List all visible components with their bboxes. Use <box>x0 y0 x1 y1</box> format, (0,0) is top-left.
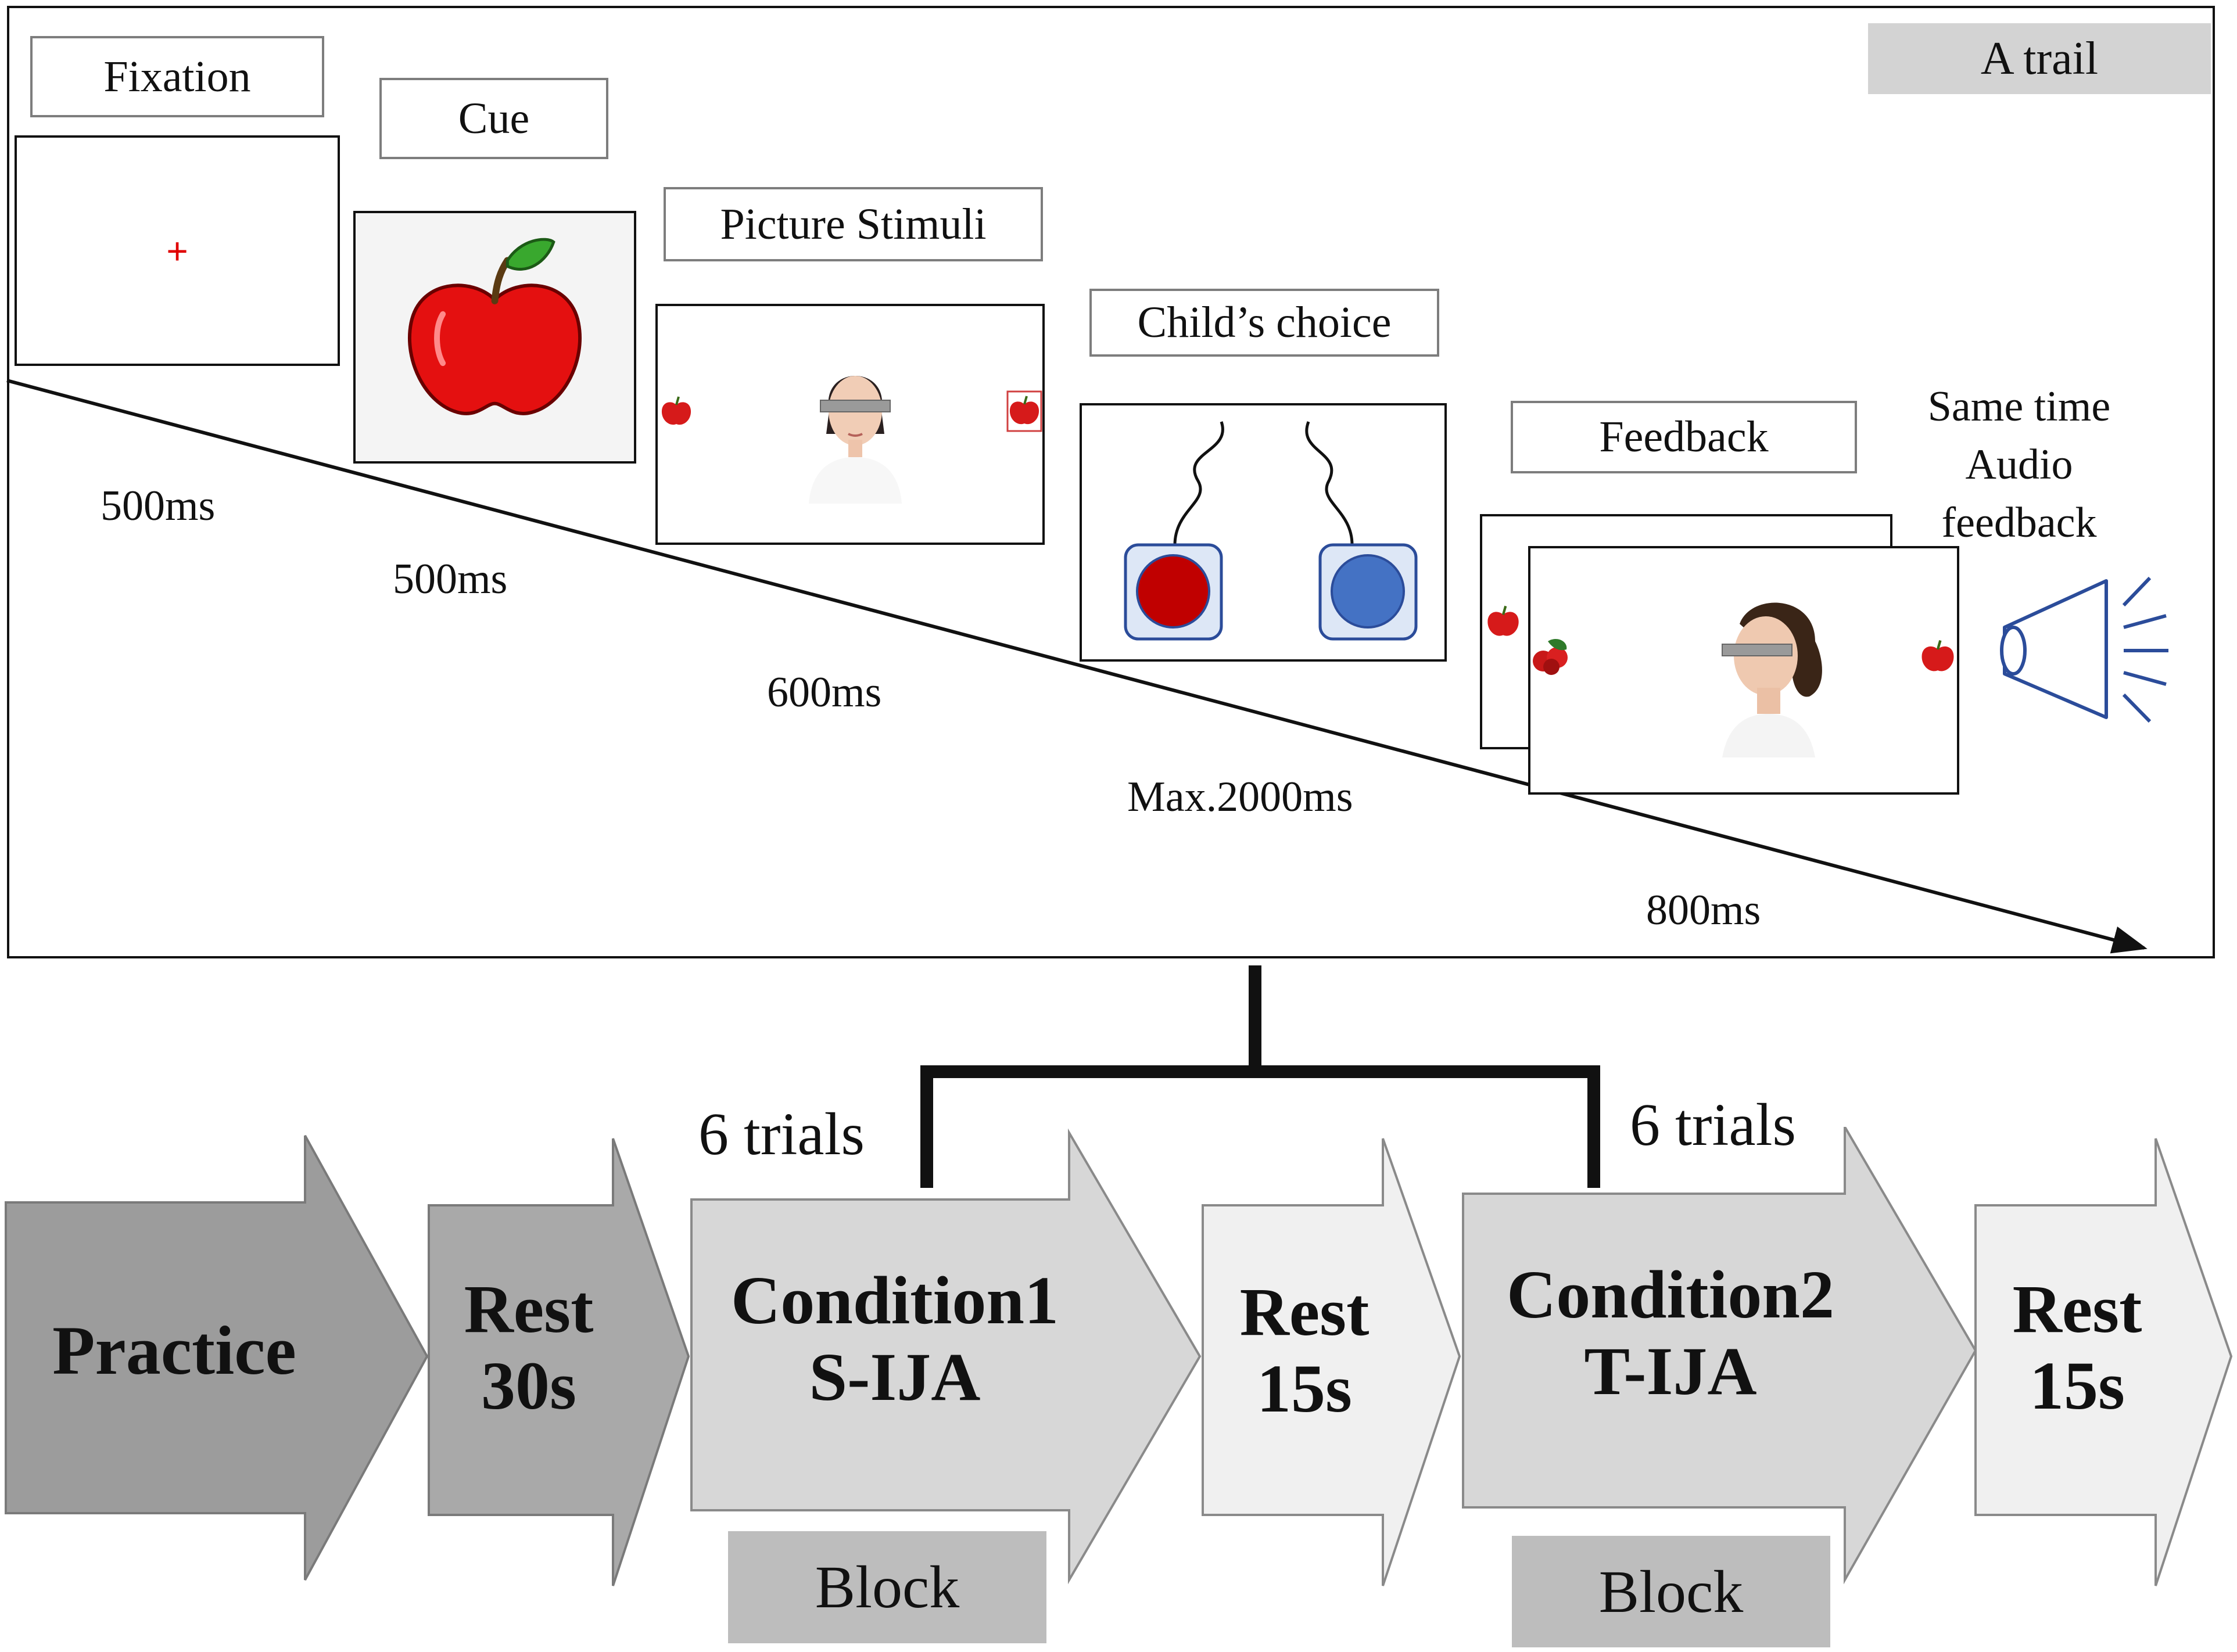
face-front-icon <box>809 376 902 504</box>
condition1-arrow <box>690 1128 1202 1585</box>
timeline <box>6 379 2148 954</box>
rest-15s-2-line-1: Rest <box>2012 1270 2142 1347</box>
practice-arrow <box>5 1135 429 1581</box>
cue-screen <box>353 211 636 464</box>
rest-15s-1-line-1: Rest <box>1239 1273 1370 1350</box>
rest-15s-arrow-2 <box>1974 1138 2233 1586</box>
duration-fixation: 500ms <box>101 482 216 530</box>
rest-30s-label: Rest 30s <box>430 1249 628 1446</box>
condition1-line-2: S-IJA <box>809 1339 981 1415</box>
condition1-label: Condition1 S-IJA <box>697 1240 1092 1438</box>
response-buttons <box>1124 421 1418 641</box>
feedback-label: Feedback <box>1511 401 1857 473</box>
condition2-line-2: T-IJA <box>1584 1333 1757 1409</box>
small-apple-back-icon <box>1487 605 1519 636</box>
right-blue-button <box>1331 554 1405 629</box>
audio-feedback-note: Same time Audio feedback <box>1888 378 2150 552</box>
childs-choice-screen <box>1080 403 1447 662</box>
rest-15s-1-line-2: 15s <box>1257 1351 1352 1427</box>
small-apple-left-icon <box>661 396 691 425</box>
sequence-arrows <box>5 1127 2233 1586</box>
audio-note-line-2: Audio <box>1965 441 2073 489</box>
trials-count-right: 6 trials <box>1630 1091 1796 1158</box>
trial-bracket <box>920 965 1600 1188</box>
childs-choice-label: Child’s choice <box>1089 289 1439 357</box>
apple-icon <box>407 238 582 415</box>
rest-15s-label-2: Rest 15s <box>1978 1249 2176 1446</box>
apple-bunch-icon <box>1533 638 1568 675</box>
rest-15s-arrow-1 <box>1202 1138 1461 1586</box>
trials-count-left: 6 trials <box>698 1101 865 1168</box>
condition2-label: Condition2 T-IJA <box>1467 1234 1874 1432</box>
rest-15s-label-1: Rest 15s <box>1206 1252 1403 1449</box>
condition2-arrow <box>1462 1127 1977 1585</box>
block-label-left: Block <box>728 1531 1046 1643</box>
cue-label: Cue <box>379 78 608 159</box>
duration-picture: 600ms <box>767 669 882 716</box>
rest-30s-arrow <box>428 1138 690 1586</box>
speaker-icon <box>2000 576 2168 723</box>
fixation-label: Fixation <box>30 36 324 117</box>
left-red-button <box>1136 554 1210 629</box>
practice-text: Practice <box>52 1311 296 1389</box>
condition1-line-1: Condition1 <box>731 1262 1059 1338</box>
feedback-screen-front <box>1528 546 1959 795</box>
duration-choice: Max.2000ms <box>1127 773 1353 821</box>
rest-15s-2-line-2: 15s <box>2030 1348 2125 1424</box>
timeline-arrow <box>6 379 2148 954</box>
fixation-screen: + <box>15 135 340 366</box>
condition2-line-1: Condition2 <box>1507 1256 1834 1333</box>
rest-30s-line-1: Rest <box>464 1270 594 1347</box>
picture-stimuli-label: Picture Stimuli <box>664 187 1043 261</box>
small-apple-right-icon <box>1006 390 1042 432</box>
duration-cue: 500ms <box>393 555 508 603</box>
left-button-cable <box>1173 421 1224 545</box>
small-apple-feedback-icon <box>1921 640 1954 671</box>
trial-tag: A trail <box>1868 23 2211 94</box>
audio-note-line-3: feedback <box>1941 499 2097 547</box>
right-button-cable <box>1305 421 1354 545</box>
duration-feedback: 800ms <box>1646 886 1761 934</box>
audio-note-line-1: Same time <box>1927 383 2111 430</box>
fixation-cross: + <box>166 229 188 272</box>
face-profile-icon <box>1722 602 1822 757</box>
block-label-right: Block <box>1512 1536 1830 1647</box>
rest-30s-line-2: 30s <box>481 1348 576 1424</box>
picture-stimuli-screen <box>655 304 1045 545</box>
practice-label: Practice <box>12 1263 337 1438</box>
